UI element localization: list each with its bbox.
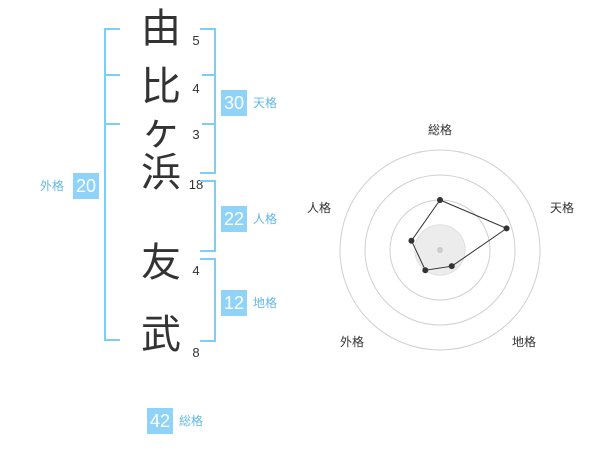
stroke-count-4: 18 bbox=[188, 177, 204, 192]
name-char-5: 友 bbox=[141, 240, 181, 286]
name-char-3: ヶ bbox=[141, 108, 181, 154]
stroke-count-5: 4 bbox=[192, 263, 200, 278]
stroke-count-3: 3 bbox=[192, 127, 200, 142]
jinkaku-value: 22 bbox=[221, 206, 247, 232]
name-char-2: 比 bbox=[141, 64, 181, 110]
gaikaku-value: 20 bbox=[73, 173, 99, 199]
tenkaku-label: 天格 bbox=[253, 96, 278, 110]
stroke-count-2: 4 bbox=[192, 81, 200, 96]
stroke-count-1: 5 bbox=[192, 33, 200, 48]
radar-center bbox=[437, 247, 443, 253]
radar-point-5 bbox=[408, 237, 415, 244]
chikaku-label: 地格 bbox=[253, 296, 278, 310]
radar-label-chikaku: 地格 bbox=[512, 335, 537, 349]
radar-label-soukaku: 総格 bbox=[428, 123, 453, 137]
radar-point-3 bbox=[448, 263, 455, 270]
soukaku-label: 総格 bbox=[179, 414, 204, 428]
radar-polygon bbox=[410, 199, 508, 271]
stroke-count-6: 8 bbox=[192, 345, 200, 360]
radar-point-4 bbox=[422, 267, 429, 274]
radar-label-jinkaku: 人格 bbox=[307, 201, 332, 215]
soukaku-value: 42 bbox=[147, 408, 173, 434]
name-char-6: 武 bbox=[141, 312, 181, 358]
chikaku-value: 12 bbox=[221, 290, 247, 316]
radar-point-1 bbox=[437, 197, 443, 203]
radar-ring-2 bbox=[364, 174, 516, 326]
jinkaku-label: 人格 bbox=[253, 212, 278, 226]
radar-chart bbox=[339, 149, 541, 351]
gaikaku-label: 外格 bbox=[40, 179, 65, 193]
tenkaku-value: 30 bbox=[221, 90, 247, 116]
name-char-1: 由 bbox=[141, 6, 181, 52]
radar-ring-1 bbox=[339, 149, 541, 351]
radar-label-tenkaku: 天格 bbox=[550, 201, 575, 215]
radar-point-2 bbox=[503, 225, 510, 232]
radar-label-gaikaku: 外格 bbox=[340, 335, 365, 349]
name-char-4: 浜 bbox=[141, 150, 181, 196]
